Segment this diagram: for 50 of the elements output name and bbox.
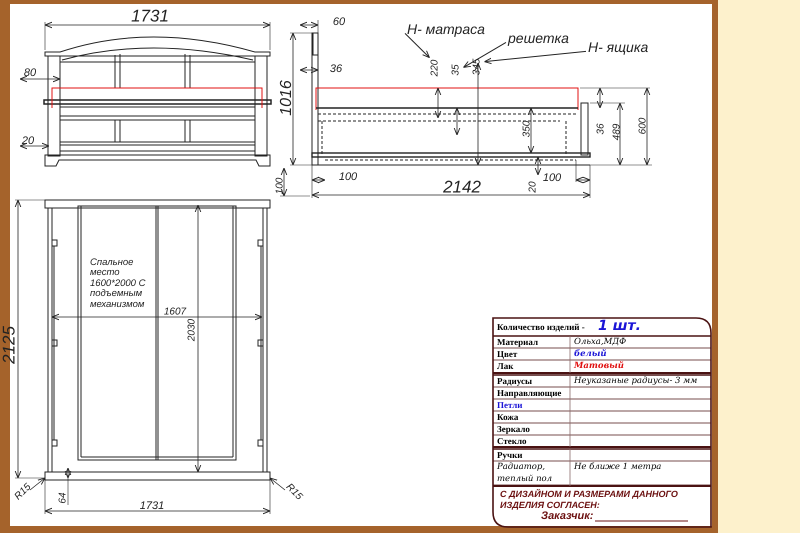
dimension-label: 100 (274, 178, 286, 194)
note-text: Спальное место 1600*2000 С подъемным механизмом (90, 258, 146, 310)
table-cell: Стекло (497, 435, 527, 447)
dimension-label: 600 (638, 118, 648, 134)
dimension-label: 100 (338, 170, 358, 184)
dimension-label: 60 (332, 16, 346, 28)
dimension-label: 489 (612, 124, 622, 140)
table-title: Количество изделий - (497, 321, 585, 333)
dimension-label: 2030 (186, 318, 198, 342)
table-cell: Ручки (497, 449, 522, 461)
table-cell: Ольха,МДФ (574, 336, 626, 348)
table-cell: Не ближе 1 метра (574, 461, 662, 473)
quantity-value: 1 шт. (598, 317, 641, 335)
radius-label: R15 (284, 482, 304, 502)
dimension-label: 220 (430, 60, 440, 76)
table-cell: Лак (497, 360, 514, 372)
dimension-label: 36 (330, 62, 342, 76)
dimension-label: 2142 (443, 178, 481, 198)
table-cell-text: Радиатор, теплый пол (497, 461, 554, 485)
dimension-label: 100 (542, 172, 562, 184)
leader-text: Н- матраса (407, 22, 485, 38)
table-cell: Цвет (497, 348, 518, 360)
dimension-label: 64 (58, 492, 68, 504)
dimension-label: 1731 (131, 8, 169, 26)
dimension-label: 1731 (140, 500, 164, 512)
dimension-label: 1016 (278, 80, 296, 116)
leader-text: Н- ящика (588, 40, 648, 56)
table-cell: Кожа (497, 411, 518, 423)
table-cell: Радиусы (497, 375, 532, 387)
table-cell: белый (574, 348, 607, 360)
dimension-label: 350 (522, 120, 532, 138)
dimension-label: 35 (450, 64, 462, 76)
dimension-label: 36 (596, 123, 606, 135)
table-cell: Петли (497, 399, 522, 411)
dimension-label: 20 (22, 134, 34, 148)
leader-line (484, 50, 586, 64)
table-cell: Матовый (574, 360, 624, 372)
dimension-label: 1607 (164, 306, 186, 318)
dimension-label: 80 (24, 66, 36, 80)
table-cell: Неуказаные радиусы- 3 мм (574, 375, 698, 387)
agreement-text: С ДИЗАЙНОМ И РАЗМЕРАМИ ДАННОГО ИЗДЕЛИЯ СОГЛАСЕН: (500, 489, 679, 511)
table-cell: Зеркало (497, 423, 530, 435)
dimension-label: 20 (528, 181, 538, 193)
leader-line (404, 32, 430, 58)
table-cell: Материал (497, 336, 538, 348)
dimension-label: 2125 (0, 326, 20, 364)
leader-text: решетка (508, 31, 569, 46)
table-cell: Направляющие (497, 387, 562, 399)
customer-label: Заказчик: (541, 510, 594, 523)
leader-line (463, 42, 506, 68)
